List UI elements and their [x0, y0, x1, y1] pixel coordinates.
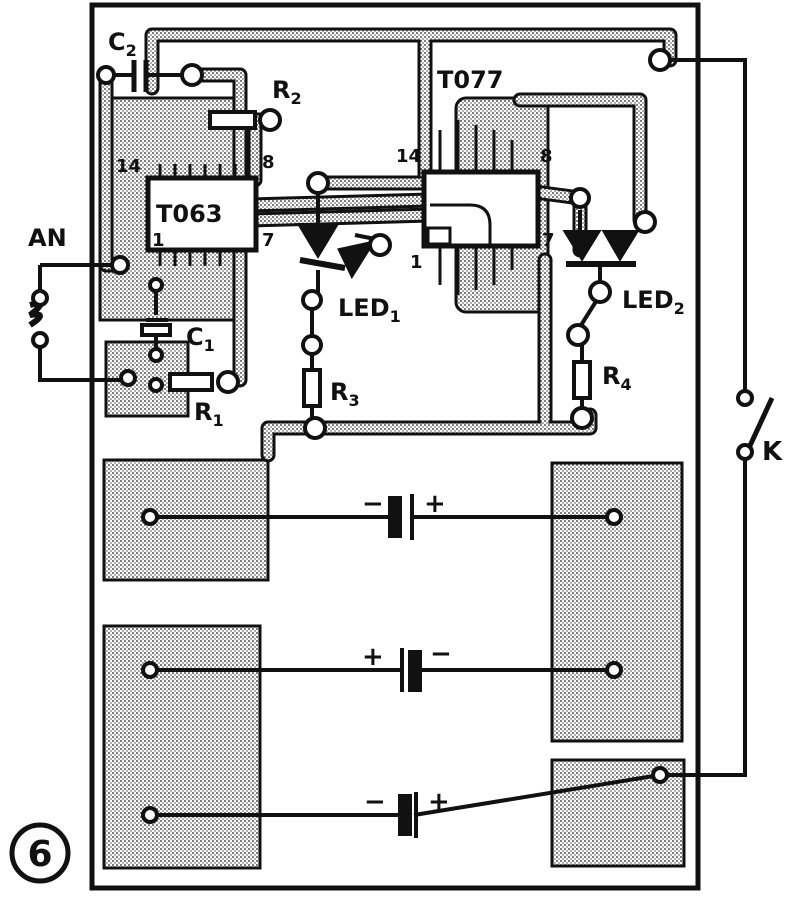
- pad: [605, 508, 623, 526]
- pad: [368, 233, 392, 257]
- pad: [588, 280, 612, 304]
- battery-2: [150, 648, 614, 692]
- pad: [216, 370, 240, 394]
- pad: [180, 63, 204, 87]
- label-ic2-pin1: 1: [410, 252, 423, 273]
- pad: [633, 210, 657, 234]
- label-r4: R4: [602, 362, 632, 394]
- pad: [31, 289, 49, 307]
- label-ic1-pin8: 8: [262, 152, 275, 173]
- label-bat1-plus: +: [424, 489, 446, 519]
- pad: [301, 334, 323, 356]
- label-an: AN: [28, 224, 67, 252]
- pad: [301, 289, 323, 311]
- pad: [303, 416, 327, 440]
- ic-t063: [145, 164, 259, 266]
- label-r1: R1: [194, 398, 224, 430]
- capacitor-c1: [140, 285, 172, 355]
- label-led1: LED1: [338, 294, 401, 326]
- switch-k: [660, 58, 775, 777]
- label-bat2-plus: +: [362, 642, 384, 672]
- label-r3: R3: [330, 378, 360, 410]
- label-k: K: [762, 437, 783, 467]
- pad: [651, 766, 669, 784]
- label-ic1-pin7: 7: [262, 230, 275, 251]
- copper-area-battery1-right: [550, 461, 684, 743]
- resistor-r1: [168, 372, 214, 392]
- solder-pads: [31, 48, 754, 824]
- label-ic2-pin7: 7: [542, 230, 555, 251]
- label-ic1-pin1: 1: [152, 230, 165, 251]
- pad: [569, 187, 591, 209]
- label-bat2-minus: −: [430, 639, 452, 669]
- ic-t077: [421, 120, 541, 295]
- label-c2: C2: [108, 28, 137, 60]
- pad: [148, 377, 164, 393]
- pad: [148, 277, 164, 293]
- pad: [648, 48, 672, 72]
- pad: [148, 347, 164, 363]
- pad: [141, 508, 159, 526]
- label-ic2-pin14: 14: [396, 146, 421, 167]
- label-ic1-pin14: 14: [116, 156, 141, 177]
- figure-number: 6: [9, 822, 71, 884]
- copper-area-battery1-left: [102, 458, 270, 582]
- label-led2: LED2: [622, 286, 685, 318]
- pad: [110, 255, 130, 275]
- pad: [306, 171, 330, 195]
- label-bat3-plus: +: [428, 787, 450, 817]
- pad: [258, 108, 282, 132]
- battery-1: [150, 494, 614, 540]
- pad: [605, 661, 623, 679]
- copper-area-battery2-left: [102, 624, 262, 870]
- label-c1: C1: [186, 323, 215, 355]
- label-bat3-minus: −: [364, 787, 386, 817]
- pad: [141, 661, 159, 679]
- pad: [566, 323, 590, 347]
- pad: [31, 331, 49, 349]
- pad: [736, 443, 754, 461]
- label-ic2: T077: [437, 66, 503, 94]
- pad: [141, 806, 159, 824]
- resistor-r2: [208, 110, 257, 130]
- label-ic1: T063: [156, 200, 222, 228]
- pad: [570, 406, 594, 430]
- label-r2: R2: [272, 76, 302, 108]
- label-bat1-minus: −: [362, 489, 384, 519]
- label-ic2-pin8: 8: [540, 146, 553, 167]
- labels: C2 R2 T063 T077 14 8 1 7 14 8 1 7 AN C1 …: [28, 28, 783, 817]
- pad: [119, 369, 137, 387]
- figure-number-text: 6: [27, 834, 52, 875]
- pad: [736, 389, 754, 407]
- battery-3: [150, 773, 661, 838]
- pad: [96, 65, 116, 85]
